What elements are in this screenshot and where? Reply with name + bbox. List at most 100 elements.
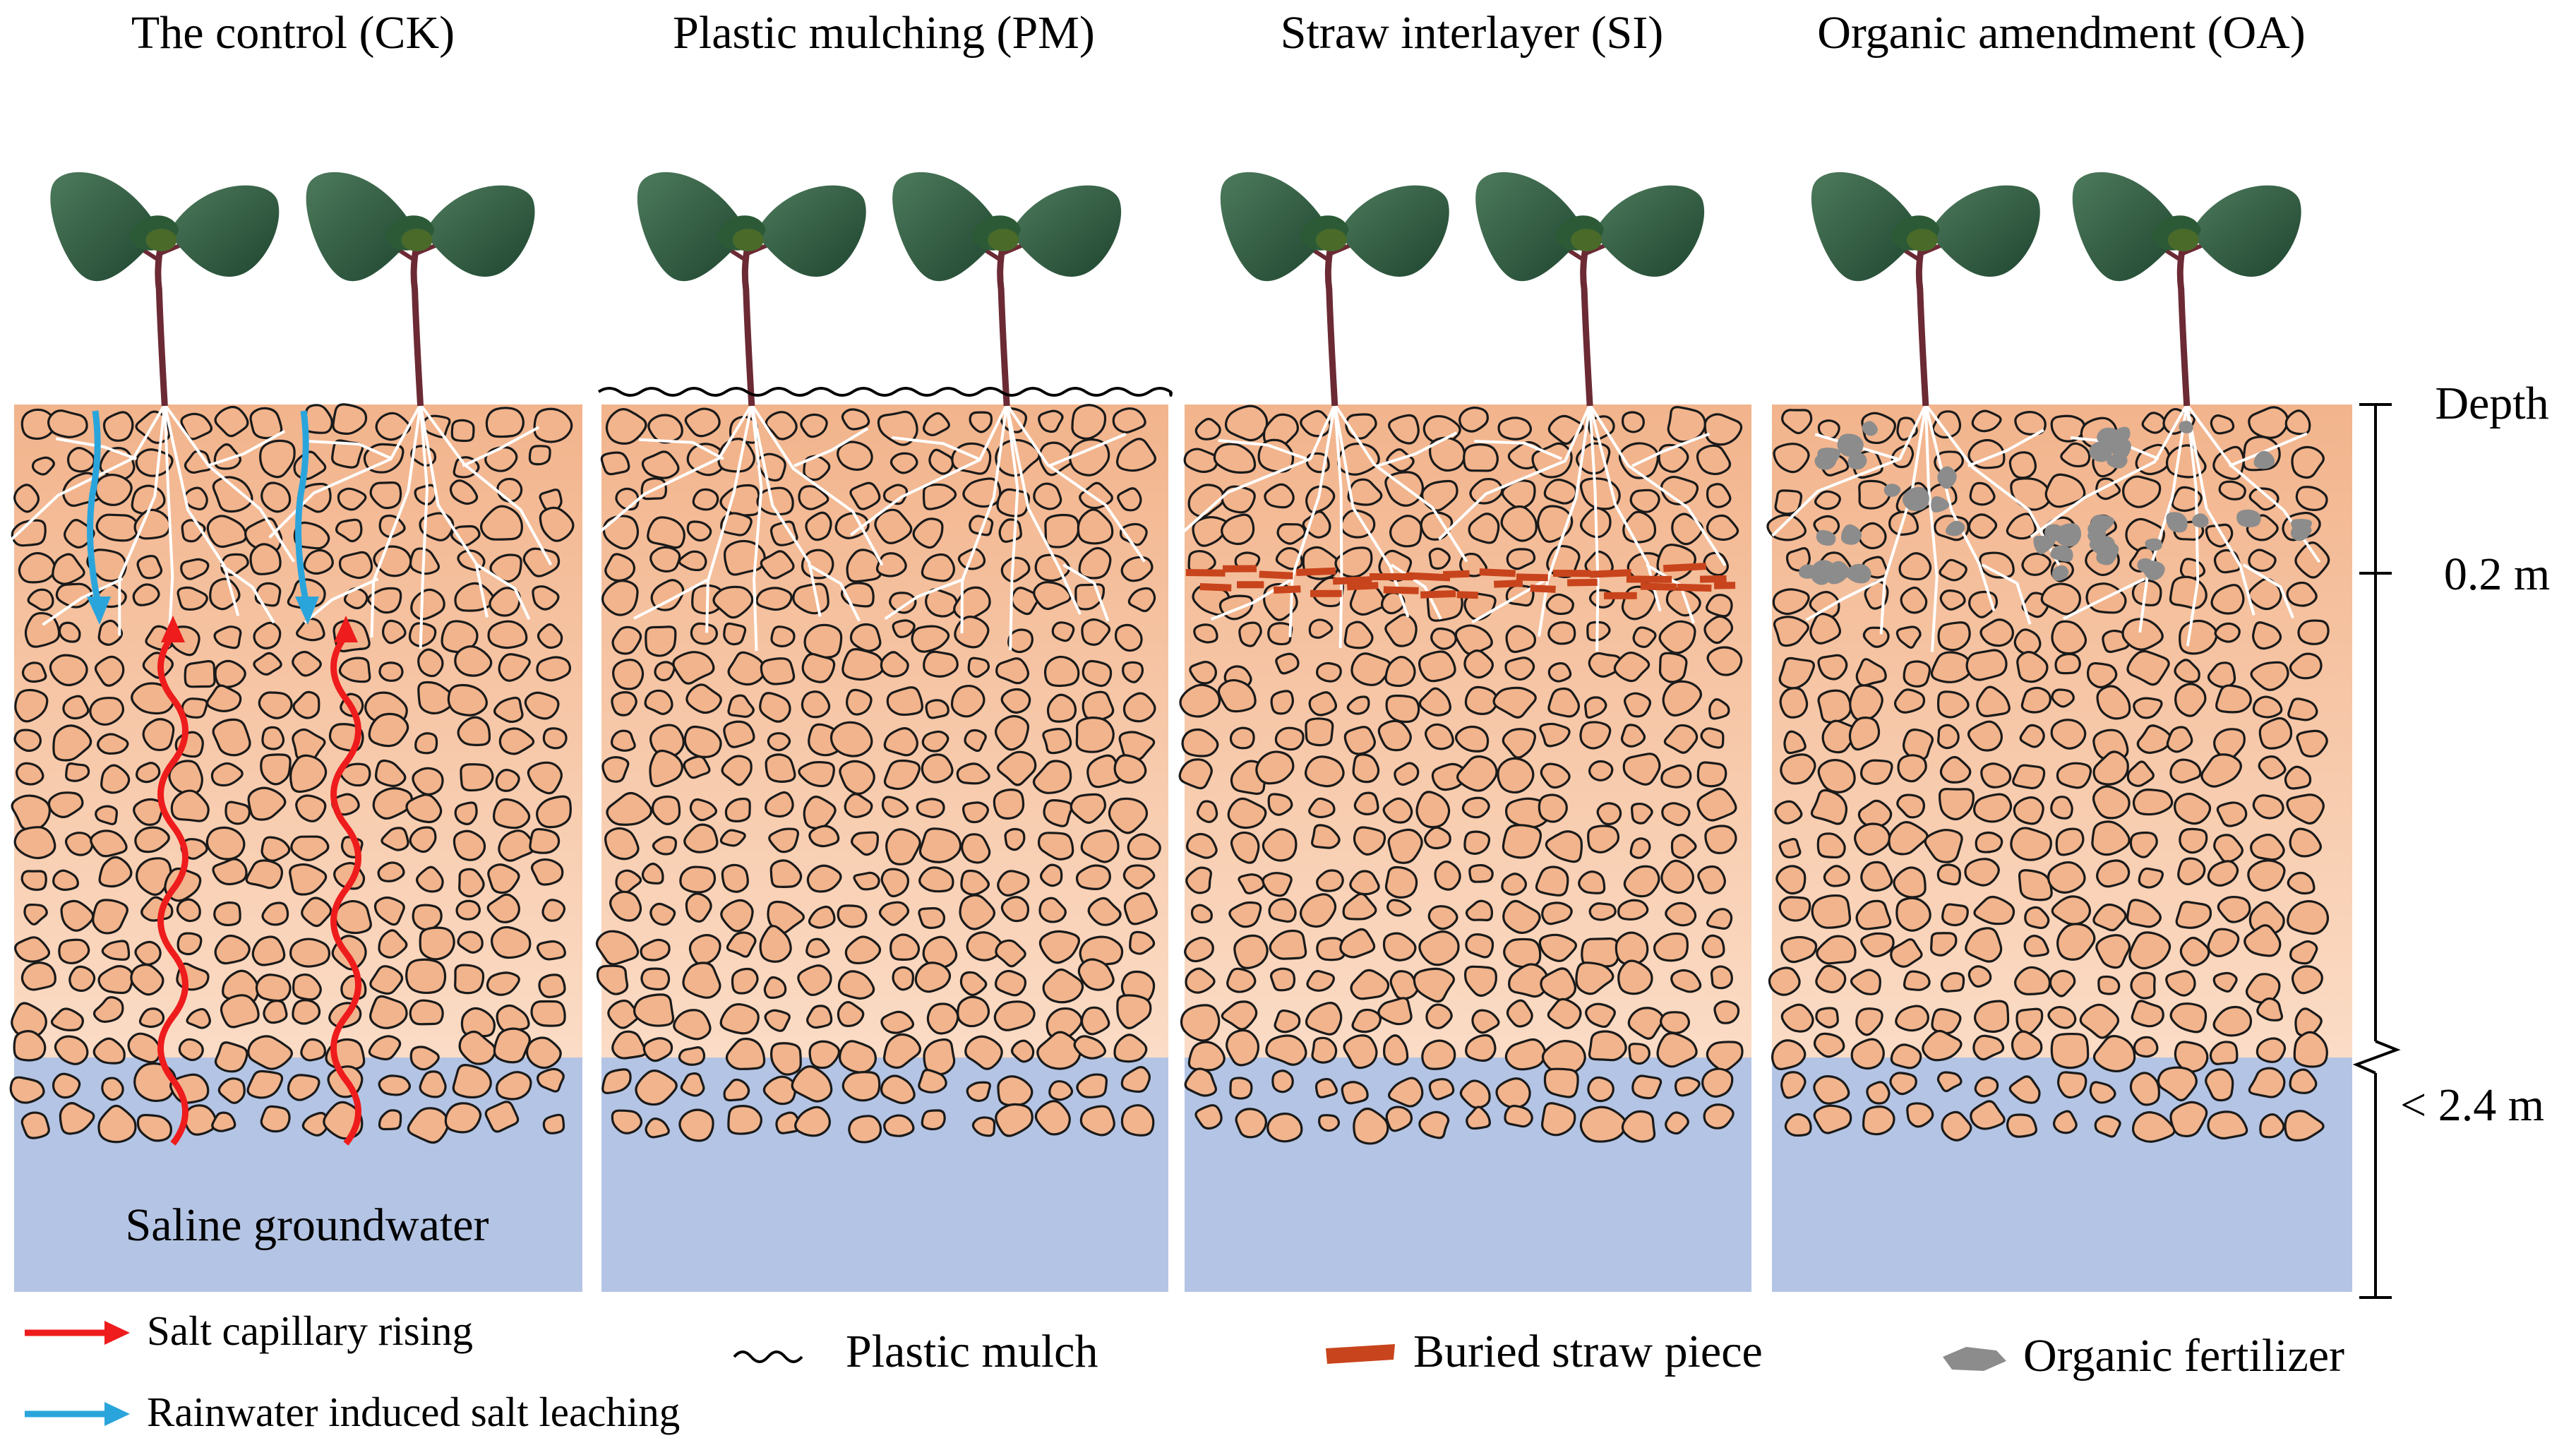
seedling-stem [414, 244, 420, 406]
soil-aggregate [207, 827, 244, 859]
straw-piece [1604, 592, 1637, 599]
soil-aggregate [1965, 859, 1999, 885]
soil-aggregate [2059, 1072, 2086, 1098]
soil-aggregate [2288, 901, 2328, 934]
soil-aggregate [642, 969, 669, 989]
soil-aggregate [1306, 757, 1343, 786]
leaf [1338, 186, 1449, 277]
soil-aggregate [1275, 1011, 1300, 1032]
soil-aggregate [185, 1106, 216, 1134]
soil-aggregate [221, 995, 258, 1027]
seedling-stem [1919, 244, 1925, 406]
soil-aggregate [263, 727, 284, 749]
soil-aggregate [832, 722, 872, 756]
soil-aggregate [452, 420, 474, 441]
soil-aggregate [1969, 966, 1990, 987]
soil-aggregate [53, 1074, 79, 1097]
legend-salt-leaching: Rainwater induced salt leaching [25, 1389, 680, 1435]
soil-aggregate [603, 757, 628, 782]
legend-plastic-mulch: Plastic mulch [734, 1326, 1098, 1377]
straw-piece [1186, 569, 1226, 577]
soil-aggregate [486, 448, 517, 472]
soil-aggregate [1053, 623, 1073, 641]
soil-aggregate [538, 942, 565, 959]
soil-aggregate [256, 583, 280, 606]
soil-aggregate [2056, 654, 2080, 673]
soil-aggregate [847, 690, 871, 714]
soil-aggregate [1780, 897, 1809, 921]
soil-aggregate [178, 933, 201, 954]
straw-piece [1237, 581, 1264, 588]
soil-aggregate [1198, 801, 1217, 822]
soil-aggregate [1589, 1031, 1626, 1060]
soil-aggregate [1975, 794, 2011, 822]
depth-axis-break [2356, 1041, 2397, 1073]
soil-aggregate [1466, 687, 1497, 714]
soil-aggregate [964, 803, 988, 822]
straw-piece [1700, 575, 1727, 583]
leaf [2191, 186, 2301, 277]
legend-salt-rising-label: Salt capillary rising [147, 1307, 473, 1354]
soil-aggregate [2257, 1038, 2284, 1062]
bud [402, 229, 433, 251]
cotton-seedling [1221, 172, 1449, 406]
soil-aggregate [261, 755, 290, 784]
soil-aggregate [693, 489, 717, 509]
soil-aggregate [2015, 967, 2050, 994]
soil-aggregate [1429, 906, 1457, 929]
soil-aggregate [890, 593, 916, 613]
soil-aggregate [1931, 652, 1970, 682]
soil-aggregate [1502, 874, 1526, 894]
soil-aggregate [138, 556, 161, 578]
soil-aggregate [1633, 1076, 1661, 1098]
soil-aggregate [1425, 827, 1451, 848]
straw-piece [1567, 579, 1598, 587]
soil-aggregate [757, 588, 791, 610]
soil-aggregate [1780, 839, 1800, 858]
soil-aggregate [729, 1106, 761, 1134]
soil-aggregate [1698, 762, 1726, 786]
soil-aggregate [293, 1000, 320, 1024]
cotton-seedling [50, 172, 279, 406]
soil-aggregate [1310, 693, 1336, 715]
legend-buried-straw: Buried straw piece [1326, 1326, 1763, 1377]
soil-aggregate [2211, 416, 2233, 433]
legend-buried-straw-label: Buried straw piece [1413, 1326, 1763, 1377]
soil-aggregate [420, 928, 454, 959]
soil-aggregate [2217, 685, 2251, 712]
soil-aggregate [2010, 453, 2035, 478]
soil-aggregate [1430, 549, 1449, 568]
soil-aggregate [967, 1082, 990, 1101]
soil-aggregate [2057, 763, 2090, 788]
leaf [1010, 186, 1121, 277]
soil-aggregate [66, 833, 92, 855]
soil-panel-organic [1768, 172, 2352, 1292]
plastic-mulch-film [599, 388, 1171, 395]
soil-aggregate [1497, 1079, 1530, 1108]
soil-aggregate [420, 1072, 445, 1097]
soil-aggregate [1317, 663, 1341, 681]
soil-aggregate [1319, 1115, 1339, 1131]
soil-aggregate [891, 935, 919, 959]
soil-aggregate [2097, 861, 2129, 887]
soil-aggregate [802, 550, 832, 578]
soil-aggregate [1194, 625, 1217, 642]
soil-aggregate [891, 453, 916, 473]
soil-aggregate [1859, 523, 1886, 548]
soil-aggregate [2014, 798, 2043, 824]
soil-aggregate [1897, 898, 1930, 930]
soil-aggregate [489, 621, 527, 647]
depth-title: Depth [2435, 378, 2548, 429]
depth-label-02: 0.2 m [2444, 549, 2550, 600]
soil-aggregate [922, 1110, 945, 1130]
seedling-stem [1583, 244, 1590, 406]
straw-piece [1200, 583, 1232, 592]
soil-aggregate [1222, 486, 1254, 513]
bud [988, 229, 1019, 251]
soil-aggregate [1976, 833, 2002, 853]
red-arrowhead-icon [104, 1321, 130, 1345]
soil-aggregate [380, 663, 402, 681]
soil-aggregate [532, 1002, 565, 1026]
soil-aggregate [335, 901, 371, 933]
soil-aggregate [215, 903, 240, 925]
